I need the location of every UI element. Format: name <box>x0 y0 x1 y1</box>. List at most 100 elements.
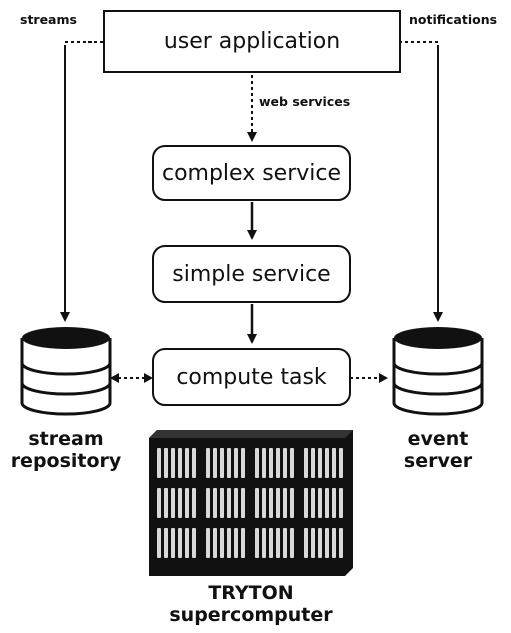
rack-slot <box>332 448 336 478</box>
user-application-box: user application <box>103 10 401 73</box>
rack-slot <box>178 528 182 558</box>
stream-repository-line2: repository <box>10 450 122 472</box>
rack-slot <box>192 528 196 558</box>
rack-slot <box>227 488 231 518</box>
supercomputer-line1: TRYTON <box>208 582 294 604</box>
rack-slot <box>255 488 259 518</box>
supercomputer-label: TRYTON supercomputer <box>156 582 346 626</box>
rack-slot <box>171 448 175 478</box>
simple-service-label: simple service <box>172 261 331 287</box>
rack-slot <box>241 448 245 478</box>
rack-slot <box>234 488 238 518</box>
rack-slot <box>290 488 294 518</box>
rack-slot <box>171 488 175 518</box>
notifications-path <box>420 41 439 318</box>
rack-slot <box>220 448 224 478</box>
rack-slot <box>178 488 182 518</box>
rack-slot <box>255 528 259 558</box>
user-application-label: user application <box>163 29 341 54</box>
rack-slot <box>185 448 189 478</box>
rack-slot <box>234 528 238 558</box>
rack-slot <box>164 528 168 558</box>
rack-slot <box>269 528 273 558</box>
rack-slot <box>164 448 168 478</box>
rack-slot <box>157 448 161 478</box>
rack-slot <box>269 488 273 518</box>
rack-slot <box>227 448 231 478</box>
compute-repository-arrowhead-right <box>144 373 153 383</box>
rack-slot <box>213 528 217 558</box>
supercomputer-rack-icon <box>149 430 353 576</box>
rack-slot <box>276 528 280 558</box>
event-server-database-icon <box>392 327 484 416</box>
rack-slot <box>318 528 322 558</box>
rack-slot <box>304 528 308 558</box>
rack-slot <box>206 448 210 478</box>
rack-slot <box>185 488 189 518</box>
rack-slot <box>255 448 259 478</box>
rack-slot <box>171 528 175 558</box>
rack-slot <box>332 528 336 558</box>
rack-slot <box>311 448 315 478</box>
event-server-line2: server <box>403 450 473 472</box>
rack-slot <box>339 528 343 558</box>
rack-slot <box>262 488 266 518</box>
rack-slot <box>192 488 196 518</box>
compute-task-box: compute task <box>152 348 351 406</box>
compute-task-label: compute task <box>176 364 327 390</box>
complex-service-label: complex service <box>161 160 342 186</box>
rack-slot <box>206 488 210 518</box>
rack-slot <box>325 488 329 518</box>
event-server-label: event server <box>380 428 496 472</box>
rack-slot <box>213 488 217 518</box>
rack-slot <box>276 488 280 518</box>
stream-repository-label: stream repository <box>4 428 128 472</box>
rack-slot <box>339 448 343 478</box>
rack-slot <box>332 488 336 518</box>
rack-slot <box>304 448 308 478</box>
rack-slot <box>283 448 287 478</box>
rack-slot <box>339 488 343 518</box>
rack-slot <box>178 448 182 478</box>
rack-slot <box>220 488 224 518</box>
stream-repository-line1: stream <box>28 428 104 450</box>
rack-slot <box>213 448 217 478</box>
rack-slot <box>325 448 329 478</box>
supercomputer-line2: supercomputer <box>169 604 333 626</box>
rack-slot <box>164 488 168 518</box>
rack-slot <box>227 528 231 558</box>
rack-slot <box>185 528 189 558</box>
compute-server-arrowhead-right <box>379 373 388 383</box>
rack-slot <box>325 528 329 558</box>
web-services-label: web services <box>259 94 351 109</box>
complex-service-box: complex service <box>152 145 351 201</box>
rack-slot <box>262 528 266 558</box>
rack-slot <box>276 448 280 478</box>
compute-repository-arrowhead-left <box>110 373 119 383</box>
rack-slot <box>241 528 245 558</box>
stream-repository-database-icon <box>20 327 112 416</box>
rack-slot <box>311 528 315 558</box>
rack-slot <box>220 528 224 558</box>
rack-slot <box>157 488 161 518</box>
rack-slot <box>304 488 308 518</box>
rack-slot <box>157 528 161 558</box>
streams-path-up <box>64 41 92 318</box>
streams-label: streams <box>20 12 77 27</box>
rack-slot <box>283 488 287 518</box>
simple-service-box: simple service <box>152 245 351 303</box>
rack-slot <box>206 528 210 558</box>
rack-slot <box>269 448 273 478</box>
rack-slot <box>234 448 238 478</box>
rack-slot <box>318 448 322 478</box>
rack-slot <box>290 448 294 478</box>
notifications-label: notifications <box>409 12 498 27</box>
rack-slot <box>290 528 294 558</box>
rack-slot <box>311 488 315 518</box>
rack-slot <box>192 448 196 478</box>
rack-slot <box>283 528 287 558</box>
rack-slot <box>262 448 266 478</box>
event-server-line1: event <box>407 428 469 450</box>
rack-slot <box>241 488 245 518</box>
rack-slot <box>318 488 322 518</box>
